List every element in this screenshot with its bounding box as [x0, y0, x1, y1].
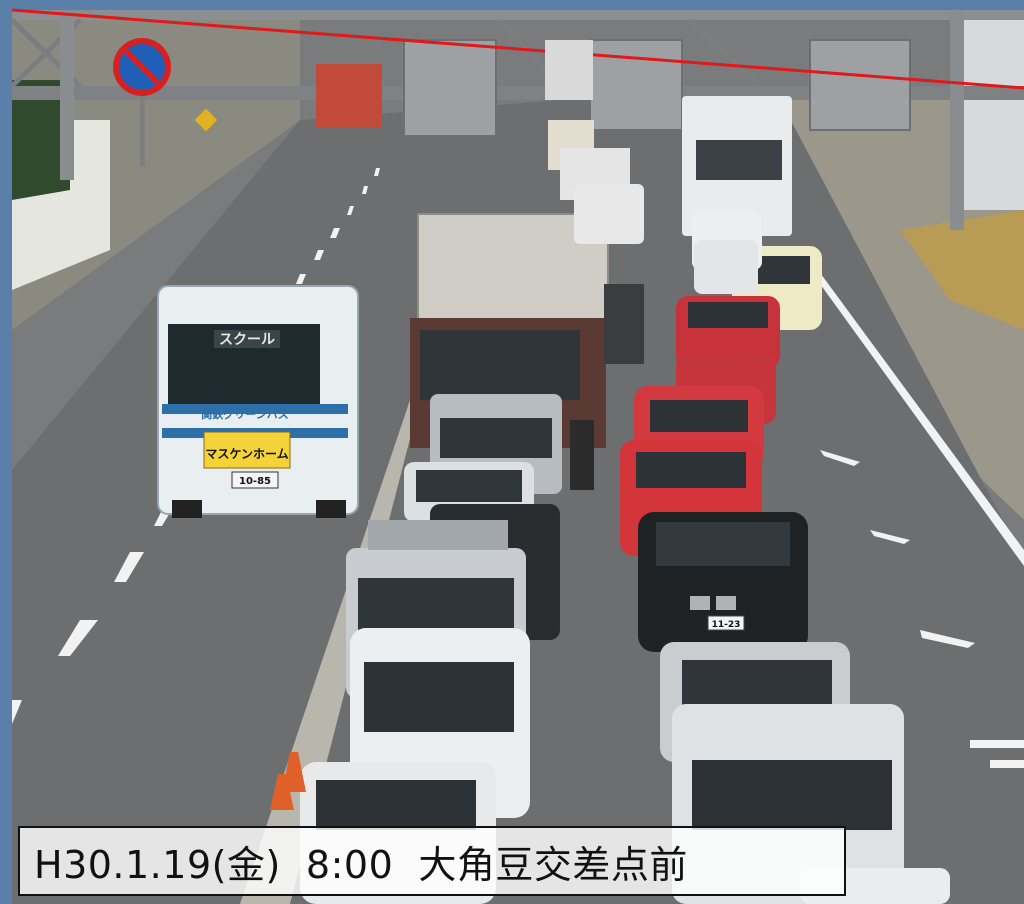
caption-text: H30.1.19(金) 8:00 大角豆交差点前	[34, 842, 688, 887]
red-reference-line	[11, 8, 1024, 90]
dry-grass	[900, 210, 1024, 330]
no-parking-sign-icon	[113, 38, 171, 166]
car-plate: 11-23	[712, 620, 741, 630]
bus-destination-sign: スクール	[219, 332, 275, 348]
lane-markings	[12, 168, 1024, 768]
white-truck	[682, 96, 792, 236]
building	[960, 10, 1024, 210]
caption-box: H30.1.19(金) 8:00 大角豆交差点前	[18, 826, 846, 896]
bus-ad-text: マスケンホーム	[205, 447, 288, 461]
bus-company-label: 関鉄グリーンバス	[201, 407, 288, 421]
red-car	[676, 296, 780, 368]
bus: スクール 関鉄グリーンバス マスケンホーム 10-85	[157, 285, 359, 518]
black-bmw: 11-23	[638, 512, 808, 652]
bus-plate: 10-85	[239, 476, 271, 487]
distant-truck	[316, 64, 382, 128]
